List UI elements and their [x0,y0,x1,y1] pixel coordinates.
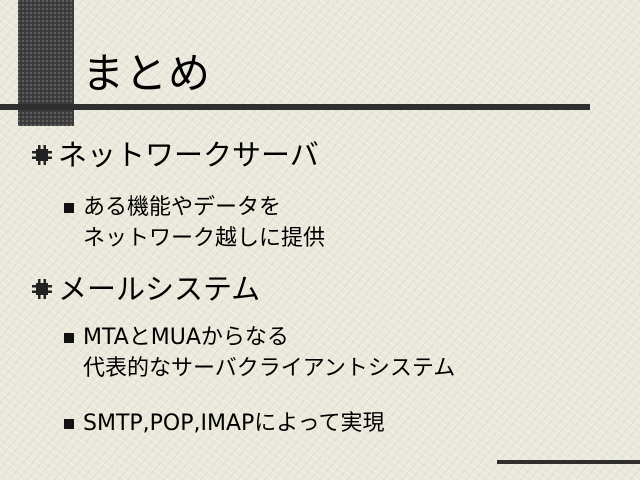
subbullet-protocols: SMTP,POP,IMAPによって実現 [64,408,385,439]
square-bullet-icon [64,202,74,213]
hash-square-bullet-icon [32,279,52,299]
bullet-mail-system: メールシステム [32,272,260,306]
subbullet-mta-mua: MTAとMUAからなる 代表的なサーバクライアントシステム [64,322,455,384]
footer-rule [497,460,640,464]
bullet-text: ネットワークサーバ [58,138,319,172]
slide-title: まとめ [82,49,212,98]
subbullet-line: 代表的なサーバクライアントシステム [83,356,456,381]
title-underline-rule [0,104,590,110]
subbullet-network-server-desc: ある機能やデータを ネットワーク越しに提供 [64,192,325,254]
subbullet-line: ネットワーク越しに提供 [83,226,326,251]
square-bullet-icon [64,332,74,343]
square-bullet-icon [64,418,74,429]
bullet-network-server: ネットワークサーバ [32,138,319,172]
subbullet-line: ある機能やデータを [83,195,282,220]
subbullet-line: SMTP,POP,IMAPによって実現 [83,411,385,436]
subbullet-line: MTAとMUAからなる [83,325,289,350]
bullet-text: メールシステム [58,272,261,306]
hash-square-bullet-icon [32,145,52,165]
